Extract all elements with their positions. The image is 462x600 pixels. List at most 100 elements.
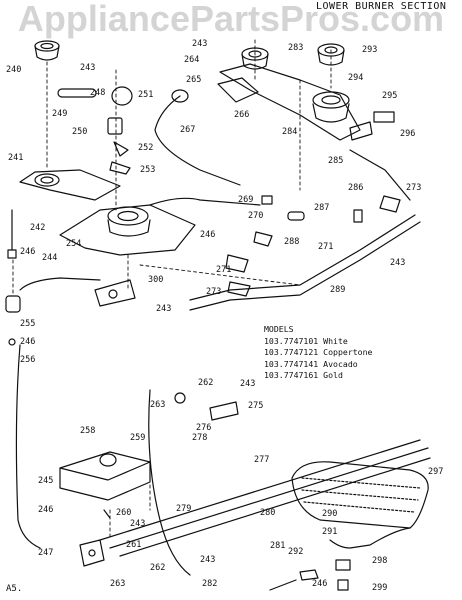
part-label-243c: 243 [390,258,405,268]
part-label-279: 279 [176,504,191,514]
part-label-245: 245 [38,476,53,486]
part-label-284: 284 [282,127,297,137]
part-label-285: 285 [328,156,343,166]
valve-parts-248-250 [57,86,133,175]
part-label-282: 282 [202,579,217,589]
part-label-295: 295 [382,91,397,101]
part-label-243g: 243 [200,555,215,565]
igniter-300 [94,279,136,307]
part-label-267: 267 [180,125,195,135]
part-label-277: 277 [254,455,269,465]
part-label-262b: 262 [150,563,165,573]
part-label-243f: 243 [130,519,145,529]
part-label-290: 290 [322,509,337,519]
part-label-263b: 263 [110,579,125,589]
part-label-276: 276 [196,423,211,433]
part-label-273a: 273 [406,183,421,193]
thermostat-275 [148,389,239,576]
broiler-burner-297 [291,461,429,549]
oven-valve-247 [79,509,111,567]
burner-assembly-right [219,43,361,141]
model-color: Avocado [323,358,358,369]
model-row: 103.7747161 Gold [264,370,372,382]
part-label-258: 258 [80,426,95,436]
part-label-275: 275 [248,401,263,411]
misc-hardware [269,559,351,591]
part-label-256: 256 [20,355,35,365]
part-label-244: 244 [42,253,57,263]
burner-cap-240 [34,40,60,61]
model-row: 103.7747101 White [264,336,372,348]
part-label-270: 270 [248,211,263,221]
part-label-261: 261 [126,540,141,550]
part-label-255: 255 [20,319,35,329]
models-list: MODELS 103.7747101 White 103.7747121 Cop… [264,324,372,382]
bracket-296 [349,111,395,141]
part-label-241: 241 [8,153,23,163]
part-label-291: 291 [322,527,337,537]
part-label-298: 298 [372,556,387,566]
part-label-299: 299 [372,583,387,593]
bracket-265 [171,77,259,103]
part-label-265: 265 [186,75,201,85]
part-label-266: 266 [234,110,249,120]
part-label-263a: 263 [150,400,165,410]
part-label-273b: 273 [206,287,221,297]
part-label-262a: 262 [198,378,213,388]
part-label-260: 260 [116,508,131,518]
part-label-278: 278 [192,433,207,443]
part-label-296: 296 [400,129,415,139]
part-label-246: 246 [20,247,35,257]
gas-tubes [15,95,421,549]
model-color: Gold [323,370,343,380]
part-label-246e: 246 [312,579,327,589]
part-label-246d: 246 [38,505,53,515]
part-label-264: 264 [184,55,199,65]
part-label-281: 281 [270,541,285,551]
part-label-292: 292 [288,547,303,557]
part-label-252: 252 [138,143,153,153]
orifice-valves [225,195,401,297]
model-color: Coppertone [323,347,373,357]
part-label-243d: 243 [156,304,171,314]
part-label-250: 250 [72,127,87,137]
part-labels: 240 243 248 251 249 250 252 253 241 242 … [6,39,443,593]
part-label-283: 283 [288,43,303,53]
models-heading: MODELS [264,324,294,334]
part-label-249: 249 [52,109,67,119]
model-color: White [323,335,348,346]
part-label-271a: 271 [318,242,333,252]
part-label-269: 269 [238,195,253,205]
model-row: 103.7747141 Avocado [264,359,372,371]
model-number: 103.7747121 [264,347,319,357]
part-label-243: 243 [80,63,95,73]
model-number: 103.7747101 [264,335,319,346]
part-label-297: 297 [428,467,443,477]
part-label-246c: 246 [200,230,215,240]
part-label-294: 294 [348,73,363,83]
part-label-243b: 243 [192,39,207,49]
model-row: 103.7747121 Coppertone [264,347,372,359]
section-title: LOWER BURNER SECTION [316,1,447,12]
part-label-280: 280 [260,508,275,518]
part-label-288: 288 [284,237,299,247]
model-number: 103.7747141 [264,358,319,369]
footer-code: A5. [6,584,23,594]
model-number: 103.7747161 [264,370,319,380]
spark-wire [5,209,21,346]
part-label-271b: 271 [216,265,231,275]
part-label-293: 293 [362,45,377,55]
part-label-286: 286 [348,183,363,193]
part-label-242: 242 [30,223,45,233]
part-label-259: 259 [130,433,145,443]
part-label-289: 289 [330,285,345,295]
broiler-valve-245 [59,451,151,501]
part-label-246b: 246 [20,337,35,347]
part-label-300: 300 [148,275,163,285]
part-label-248: 248 [90,88,105,98]
part-label-287: 287 [314,203,329,213]
part-label-253: 253 [140,165,155,175]
part-label-254: 254 [66,239,81,249]
